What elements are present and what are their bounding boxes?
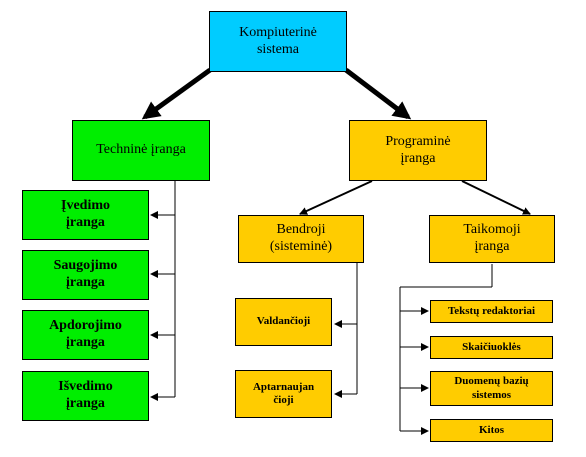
node-processing-devices: Apdorojimo įranga	[22, 310, 149, 360]
arrow-software-to-system	[299, 180, 373, 215]
node-storage-devices-label: Saugojimo įranga	[53, 258, 118, 290]
node-hardware: Techninė įranga	[72, 120, 210, 181]
node-other: Kitos	[430, 419, 553, 442]
node-text-editors-label: Tekstų redaktoriai	[447, 304, 536, 317]
node-computer-system-label: Kompiuterinė sistema	[239, 24, 317, 57]
node-software-label: Programinė įranga	[385, 133, 451, 166]
node-application-software-label: Taikomoji įranga	[463, 222, 521, 254]
node-computer-system: Kompiuterinė sistema	[209, 11, 347, 72]
node-input-devices: Įvedimo įranga	[22, 190, 149, 240]
node-output-devices-label: Išvedimo įranga	[58, 379, 113, 411]
arrow-software-to-application	[461, 180, 531, 215]
node-hardware-label: Techninė įranga	[96, 142, 186, 158]
node-system-software-label: Bendroji (sisteminė)	[269, 222, 333, 254]
node-control-software: Valdančioji	[235, 298, 332, 346]
node-application-software: Taikomoji įranga	[429, 215, 555, 263]
node-spreadsheets-label: Skaičiuoklės	[462, 340, 521, 353]
node-database-systems-label: Duomenų bazių sistemos	[454, 375, 529, 401]
node-system-software: Bendroji (sisteminė)	[238, 215, 364, 263]
node-storage-devices: Saugojimo įranga	[22, 250, 149, 300]
node-service-software-label: Aptarnaujan čioji	[252, 380, 315, 406]
node-processing-devices-label: Apdorojimo įranga	[49, 318, 122, 350]
node-text-editors: Tekstų redaktoriai	[430, 300, 553, 323]
node-service-software: Aptarnaujan čioji	[235, 370, 332, 418]
node-input-devices-label: Įvedimo įranga	[61, 198, 110, 230]
node-output-devices: Išvedimo įranga	[22, 371, 149, 421]
node-spreadsheets: Skaičiuoklės	[430, 336, 553, 359]
arrow-root-to-hardware	[141, 67, 212, 120]
node-software: Programinė įranga	[349, 120, 487, 181]
node-database-systems: Duomenų bazių sistemos	[430, 371, 553, 406]
arrow-root-to-software	[344, 68, 412, 120]
node-control-software-label: Valdančioji	[256, 315, 311, 328]
node-other-label: Kitos	[478, 423, 505, 436]
